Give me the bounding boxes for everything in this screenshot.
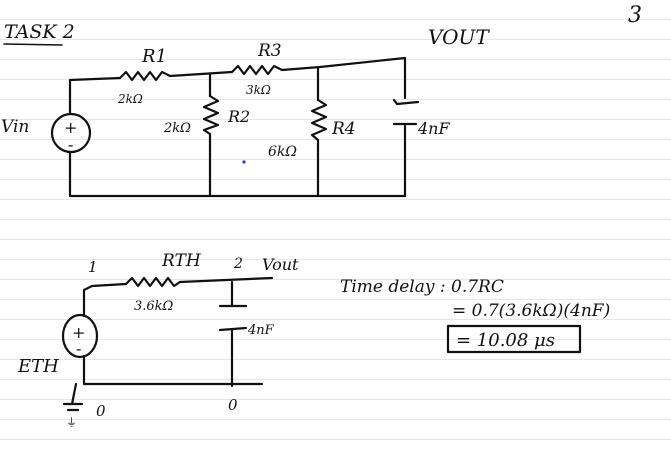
- voltage-source-top: [50, 112, 92, 154]
- bottom-circuit-wires: [62, 276, 274, 412]
- ground-icon: ⏚: [66, 416, 77, 429]
- voltage-source-bottom: [61, 313, 99, 359]
- resistor-r4: [310, 98, 328, 142]
- top-source-plus: +: [64, 118, 77, 137]
- corner-mark: 3: [628, 3, 642, 28]
- r2-value: 2kΩ: [163, 121, 191, 136]
- resistor-r1: [118, 70, 172, 82]
- r3-label: R3: [257, 41, 282, 61]
- r1-value: 2kΩ: [117, 92, 143, 106]
- resistor-r2: [202, 94, 220, 136]
- ground-label-a: 0: [96, 402, 106, 420]
- r1-label: R1: [141, 46, 167, 67]
- top-source-minus: -: [68, 135, 73, 154]
- top-vout-label: VOUT: [428, 25, 490, 49]
- resistor-r3: [230, 64, 284, 76]
- ground-label-b: 0: [228, 396, 238, 414]
- r4-value: 6kΩ: [268, 144, 297, 160]
- rth-value: 3.6kΩ: [134, 299, 174, 314]
- answer-box: [446, 324, 582, 354]
- ink-dot: [242, 160, 246, 164]
- bottom-cap-value: 4nF: [247, 323, 275, 338]
- resistor-rth: [124, 276, 182, 288]
- node-1-label: 1: [88, 258, 98, 276]
- calc-line-3: = 10.08 μs: [456, 330, 555, 351]
- top-cap-value: 4nF: [417, 119, 450, 138]
- calc-line-2: = 0.7(3.6kΩ)(4nF): [452, 301, 610, 321]
- bottom-source-minus: -: [76, 339, 81, 358]
- vin-label: Vin: [1, 117, 29, 137]
- capacitor-bottom: [218, 304, 248, 332]
- rth-label: RTH: [161, 251, 202, 271]
- title-underline: [3, 43, 63, 46]
- r3-value: 3kΩ: [246, 83, 271, 97]
- eth-label: ETH: [17, 356, 59, 377]
- bottom-vout-label: Vout: [262, 255, 299, 274]
- bottom-source-plus: +: [72, 323, 85, 342]
- r4-label: R4: [331, 119, 356, 139]
- task-title: TASK 2: [4, 21, 75, 43]
- calc-line-1: Time delay : 0.7RC: [340, 277, 504, 297]
- r2-label: R2: [227, 107, 250, 126]
- top-circuit-wires: [68, 56, 407, 198]
- capacitor-top: [392, 98, 420, 126]
- node-2-label: 2: [233, 256, 243, 272]
